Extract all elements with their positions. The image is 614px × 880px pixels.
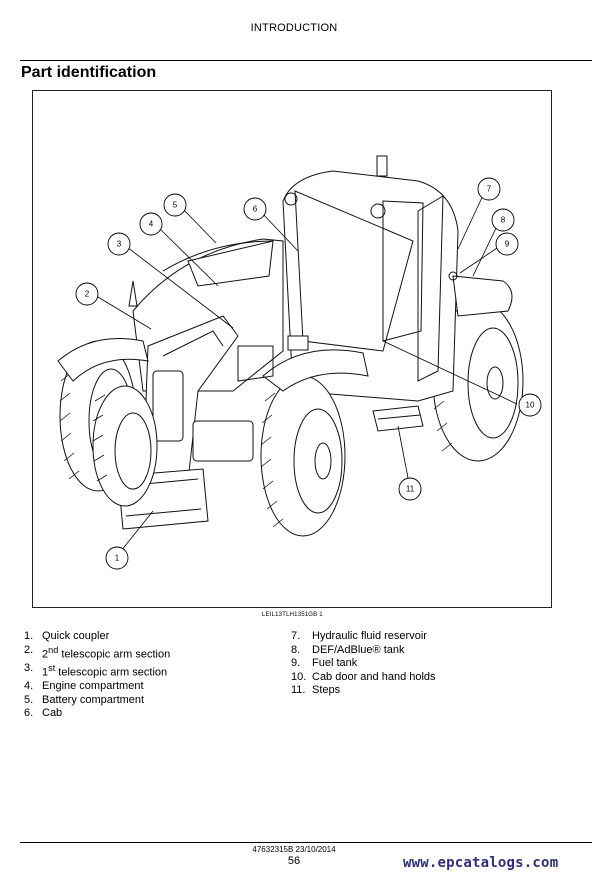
legend-item: 6.Cab — [24, 707, 63, 720]
legend-item: 4.Engine compartment — [24, 680, 144, 693]
legend-item: 7.Hydraulic fluid reservoir — [291, 630, 427, 642]
legend-label-rich: 2nd telescopic arm section — [42, 644, 171, 661]
svg-text:9: 9 — [505, 240, 510, 249]
legend-item: 10.Cab door and hand holds — [291, 670, 436, 683]
callout-2: 2 — [75, 282, 99, 306]
callout-8: 8 — [491, 208, 515, 232]
telehandler-illustration — [57, 155, 524, 537]
legend-item: 3.1st telescopic arm section — [24, 661, 168, 679]
callout-1: 1 — [105, 546, 129, 570]
watermark-link[interactable]: www.epcatalogs.com — [403, 855, 559, 871]
legend-item: 9.Fuel tank — [291, 657, 358, 670]
callout-3: 3 — [107, 232, 131, 256]
callout-layer: 1 2 3 4 5 6 7 8 9 10 11 — [75, 177, 542, 570]
page-header: INTRODUCTION — [250, 22, 338, 34]
legend-label-rich: 1st telescopic arm section — [42, 662, 168, 679]
svg-text:2: 2 — [85, 290, 90, 299]
svg-text:4: 4 — [149, 220, 154, 229]
svg-text:6: 6 — [253, 205, 258, 214]
legend-left: 1.Quick coupler 2.2nd telescopic arm sec… — [24, 630, 170, 721]
legend-item: 1.Quick coupler — [24, 630, 110, 642]
figure-frame: 1 2 3 4 5 6 7 8 9 10 11 — [32, 90, 552, 608]
front-left-tyre — [92, 385, 158, 507]
callout-5: 5 — [163, 193, 187, 217]
svg-text:3: 3 — [117, 240, 122, 249]
figure-reference: LEIL13TLH1351GB 1 — [262, 612, 323, 618]
legend-item: 2.2nd telescopic arm section — [24, 643, 171, 661]
callout-10: 10 — [518, 393, 542, 417]
svg-text:7: 7 — [487, 185, 492, 194]
svg-text:8: 8 — [501, 216, 506, 225]
callout-11: 11 — [398, 477, 422, 501]
svg-text:1: 1 — [115, 554, 120, 563]
callout-6: 6 — [243, 197, 267, 221]
page-number: 56 — [287, 855, 301, 867]
footer-rule — [20, 842, 592, 843]
legend-item: 8.DEF/AdBlue® tank — [291, 643, 405, 656]
legend-right: 7.Hydraulic fluid reservoir 8.DEF/AdBlue… — [291, 630, 436, 698]
legend-item: 11.Steps — [291, 684, 341, 697]
section-title: Part identification — [21, 64, 157, 81]
callout-9: 9 — [495, 232, 519, 256]
steps — [372, 405, 424, 432]
callout-4: 4 — [139, 212, 163, 236]
svg-text:10: 10 — [526, 401, 535, 410]
legend-item: 5.Battery compartment — [24, 693, 145, 706]
callout-7: 7 — [477, 177, 501, 201]
engine-cover — [187, 240, 274, 287]
svg-text:5: 5 — [173, 201, 178, 210]
document-reference: 47632315B 23/10/2014 — [252, 845, 336, 854]
header-rule — [20, 60, 592, 61]
svg-text:11: 11 — [406, 485, 415, 494]
